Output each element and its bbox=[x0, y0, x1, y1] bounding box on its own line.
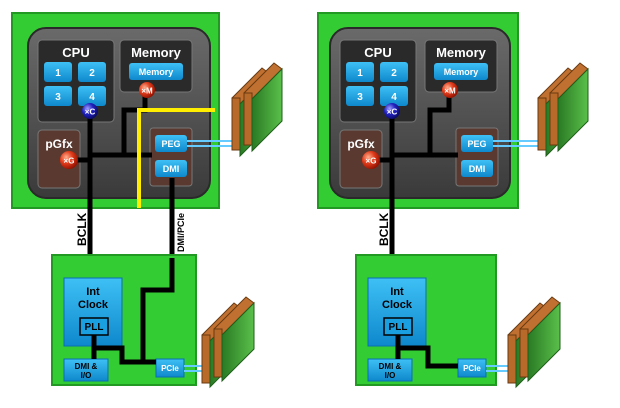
core-3 bbox=[44, 86, 72, 106]
bclk-wires bbox=[70, 96, 175, 258]
pcie-block bbox=[155, 358, 185, 378]
memory-title: Memory bbox=[436, 45, 487, 60]
memory-multiplier-icon bbox=[442, 82, 458, 98]
core-3-label: 3 bbox=[357, 92, 363, 103]
pcie-cards-icon bbox=[507, 296, 561, 389]
graphics-multiplier-icon bbox=[60, 151, 78, 169]
core-4-label: 4 bbox=[391, 92, 397, 103]
peg-bus bbox=[187, 140, 240, 147]
core-1-label: 1 bbox=[357, 68, 363, 79]
dmi-io-label-2: I/O bbox=[81, 371, 92, 380]
core-2 bbox=[380, 62, 408, 82]
chipset-wires bbox=[395, 335, 458, 369]
dmi-label: DMI bbox=[469, 164, 486, 174]
core-2-label: 2 bbox=[89, 68, 95, 79]
dmi-pcie-link-label: DMI/PCIe bbox=[176, 213, 186, 252]
peg-block bbox=[461, 135, 493, 152]
bclk-wires bbox=[372, 96, 458, 258]
peg-label: PEG bbox=[161, 139, 180, 149]
dmi-io-label-1: DMI & bbox=[75, 362, 98, 371]
diagram-right: CPU 1 2 3 4 Memory Memory pGfx PEG DMI ×… bbox=[317, 12, 589, 389]
memory-multiplier-label: ×M bbox=[444, 87, 456, 96]
dmi-io-label-1: DMI & bbox=[379, 362, 402, 371]
cpu-title: CPU bbox=[364, 45, 391, 60]
peg-label: PEG bbox=[467, 139, 486, 149]
core-4-label: 4 bbox=[89, 92, 95, 103]
core-1-label: 1 bbox=[55, 68, 61, 79]
memory-block-label: Memory bbox=[139, 67, 174, 77]
core-3-label: 3 bbox=[55, 92, 61, 103]
core-2 bbox=[78, 62, 106, 82]
dmi-io-block bbox=[63, 358, 109, 382]
pcie-cards-icon bbox=[201, 296, 255, 389]
graphics-multiplier-label: ×G bbox=[366, 157, 377, 166]
core-1 bbox=[346, 62, 374, 82]
bclk-label: BCLK bbox=[75, 212, 89, 246]
peg-graphics-cards-icon bbox=[537, 62, 589, 158]
memory-title: Memory bbox=[131, 45, 182, 60]
peg-block bbox=[155, 135, 187, 152]
int-clock-label-2: Clock bbox=[382, 299, 413, 311]
memory-block bbox=[129, 63, 183, 80]
core-1 bbox=[44, 62, 72, 82]
int-clock-label-1: Int bbox=[390, 286, 404, 298]
core-2-label: 2 bbox=[391, 68, 397, 79]
core-multiplier-label: ×C bbox=[387, 108, 398, 117]
memory-block bbox=[434, 63, 488, 80]
pgfx-label: pGfx bbox=[45, 137, 73, 151]
core-multiplier-icon bbox=[384, 103, 400, 119]
memory-multiplier-label: ×M bbox=[141, 87, 153, 96]
core-multiplier-label: ×C bbox=[85, 108, 96, 117]
memory-multiplier-icon bbox=[139, 82, 155, 98]
peg-graphics-cards-icon bbox=[231, 62, 283, 158]
cpu-title: CPU bbox=[62, 45, 89, 60]
core-3 bbox=[346, 86, 374, 106]
pgfx-label: pGfx bbox=[347, 137, 375, 151]
dmi-io-block bbox=[367, 358, 413, 382]
dmi-block bbox=[461, 160, 493, 177]
dmi-block bbox=[155, 160, 187, 177]
chipset-wires bbox=[91, 258, 175, 365]
pcie-label: PCIe bbox=[161, 364, 179, 373]
diagram-left: CPU 1 2 3 4 Memory Memory pGfx PEG DMI bbox=[11, 12, 283, 389]
core-4 bbox=[380, 86, 408, 106]
pcie-label: PCIe bbox=[463, 364, 481, 373]
core-multiplier-icon bbox=[82, 103, 98, 119]
graphics-multiplier-icon bbox=[362, 151, 380, 169]
int-clock-label-1: Int bbox=[86, 286, 100, 298]
dmi-io-label-2: I/O bbox=[385, 371, 396, 380]
pll-label: PLL bbox=[389, 322, 408, 333]
memory-block-label: Memory bbox=[444, 67, 479, 77]
dmi-label: DMI bbox=[163, 164, 180, 174]
graphics-multiplier-label: ×G bbox=[64, 157, 75, 166]
clock-domain-highlight bbox=[137, 108, 215, 208]
bclk-label: BCLK bbox=[377, 212, 391, 246]
int-clock-label-2: Clock bbox=[78, 299, 109, 311]
pll-label: PLL bbox=[85, 322, 104, 333]
int-clock-block bbox=[367, 277, 427, 347]
core-4 bbox=[78, 86, 106, 106]
